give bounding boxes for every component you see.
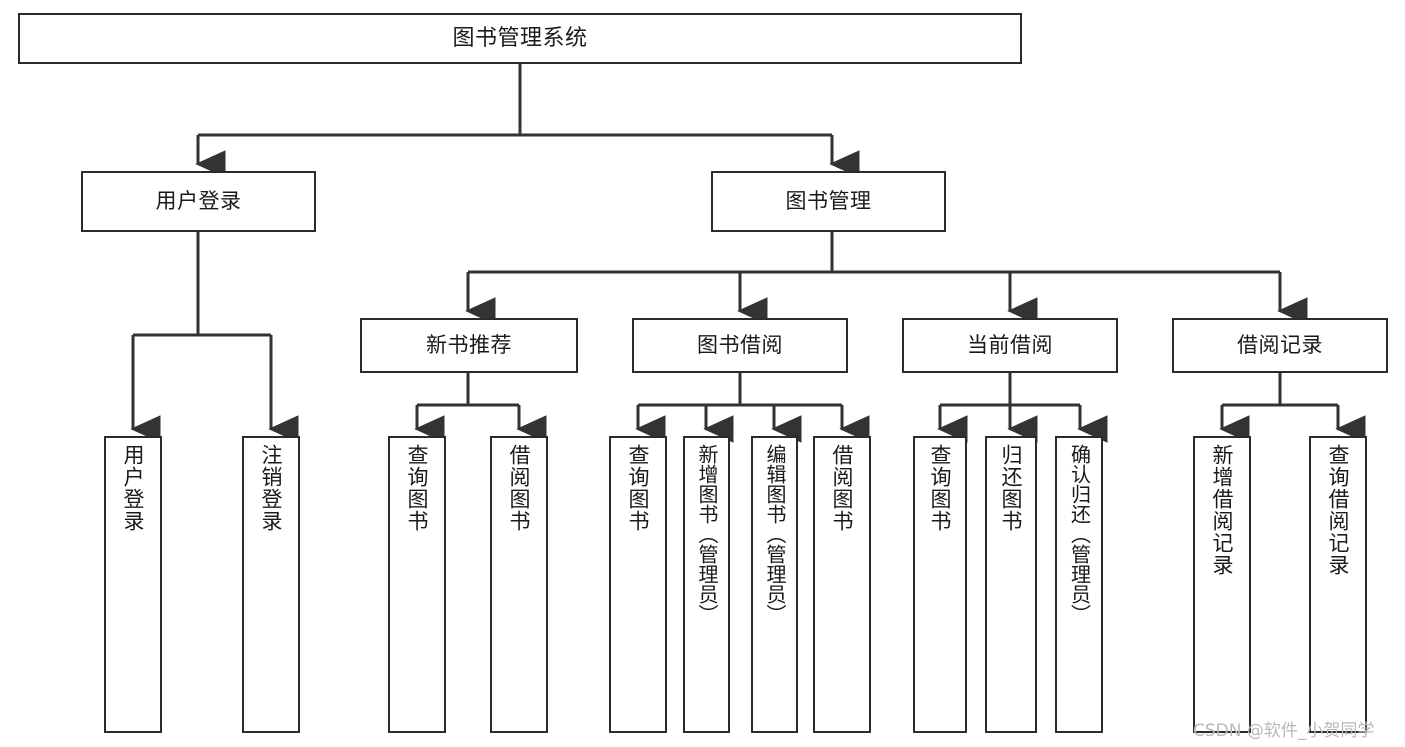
node-book-borrow-label: 图书借阅: [697, 333, 783, 358]
node-user-login-label: 用户登录: [155, 189, 242, 214]
node-new-book-recommend[interactable]: 新书推荐: [360, 318, 578, 373]
node-leaf-borrow-book-2[interactable]: 借阅图书: [813, 436, 871, 733]
node-new-book-recommend-label: 新书推荐: [426, 333, 512, 358]
node-book-manage[interactable]: 图书管理: [711, 171, 946, 232]
node-leaf-edit-book-admin-label: 编辑图书（管理员）: [763, 444, 787, 624]
node-leaf-return-book[interactable]: 归还图书: [985, 436, 1037, 733]
node-leaf-query-borrow-record[interactable]: 查询借阅记录: [1309, 436, 1367, 733]
node-leaf-add-book-admin-label: 新增图书（管理员）: [695, 444, 719, 624]
node-leaf-query-book-2[interactable]: 查询图书: [609, 436, 667, 733]
node-leaf-add-borrow-record-label: 新增借阅记录: [1210, 444, 1235, 576]
node-leaf-user-login[interactable]: 用户登录: [104, 436, 162, 733]
node-leaf-query-book-2-label: 查询图书: [626, 444, 651, 532]
csdn-watermark: CSDN @软件_小贺同学: [1193, 716, 1374, 741]
node-leaf-user-logout-label: 注销登录: [259, 444, 284, 532]
node-leaf-borrow-book-1-label: 借阅图书: [507, 444, 532, 532]
node-leaf-confirm-return-admin-label: 确认归还（管理员）: [1067, 444, 1092, 624]
node-leaf-query-borrow-record-label: 查询借阅记录: [1326, 444, 1351, 576]
node-current-borrow[interactable]: 当前借阅: [902, 318, 1118, 373]
node-user-login[interactable]: 用户登录: [81, 171, 316, 232]
node-book-borrow[interactable]: 图书借阅: [632, 318, 848, 373]
node-book-manage-label: 图书管理: [785, 189, 872, 214]
node-borrow-record-label: 借阅记录: [1237, 333, 1323, 358]
node-leaf-user-login-label: 用户登录: [121, 444, 146, 532]
node-leaf-borrow-book-2-label: 借阅图书: [830, 444, 855, 532]
node-root[interactable]: 图书管理系统: [18, 13, 1022, 64]
node-root-label: 图书管理系统: [452, 25, 588, 51]
node-leaf-user-logout[interactable]: 注销登录: [242, 436, 300, 733]
node-leaf-query-book-1-label: 查询图书: [405, 444, 430, 532]
node-current-borrow-label: 当前借阅: [967, 333, 1053, 358]
node-leaf-add-borrow-record[interactable]: 新增借阅记录: [1193, 436, 1251, 733]
node-leaf-query-book-1[interactable]: 查询图书: [388, 436, 446, 733]
node-leaf-query-book-3-label: 查询图书: [928, 444, 953, 532]
node-leaf-return-book-label: 归还图书: [999, 444, 1024, 532]
node-leaf-edit-book-admin[interactable]: 编辑图书（管理员）: [751, 436, 798, 733]
node-borrow-record[interactable]: 借阅记录: [1172, 318, 1388, 373]
node-leaf-add-book-admin[interactable]: 新增图书（管理员）: [683, 436, 730, 733]
node-leaf-borrow-book-1[interactable]: 借阅图书: [490, 436, 548, 733]
csdn-watermark-text: CSDN @软件_小贺同学: [1193, 721, 1375, 741]
node-leaf-confirm-return-admin[interactable]: 确认归还（管理员）: [1055, 436, 1103, 733]
node-leaf-query-book-3[interactable]: 查询图书: [913, 436, 967, 733]
